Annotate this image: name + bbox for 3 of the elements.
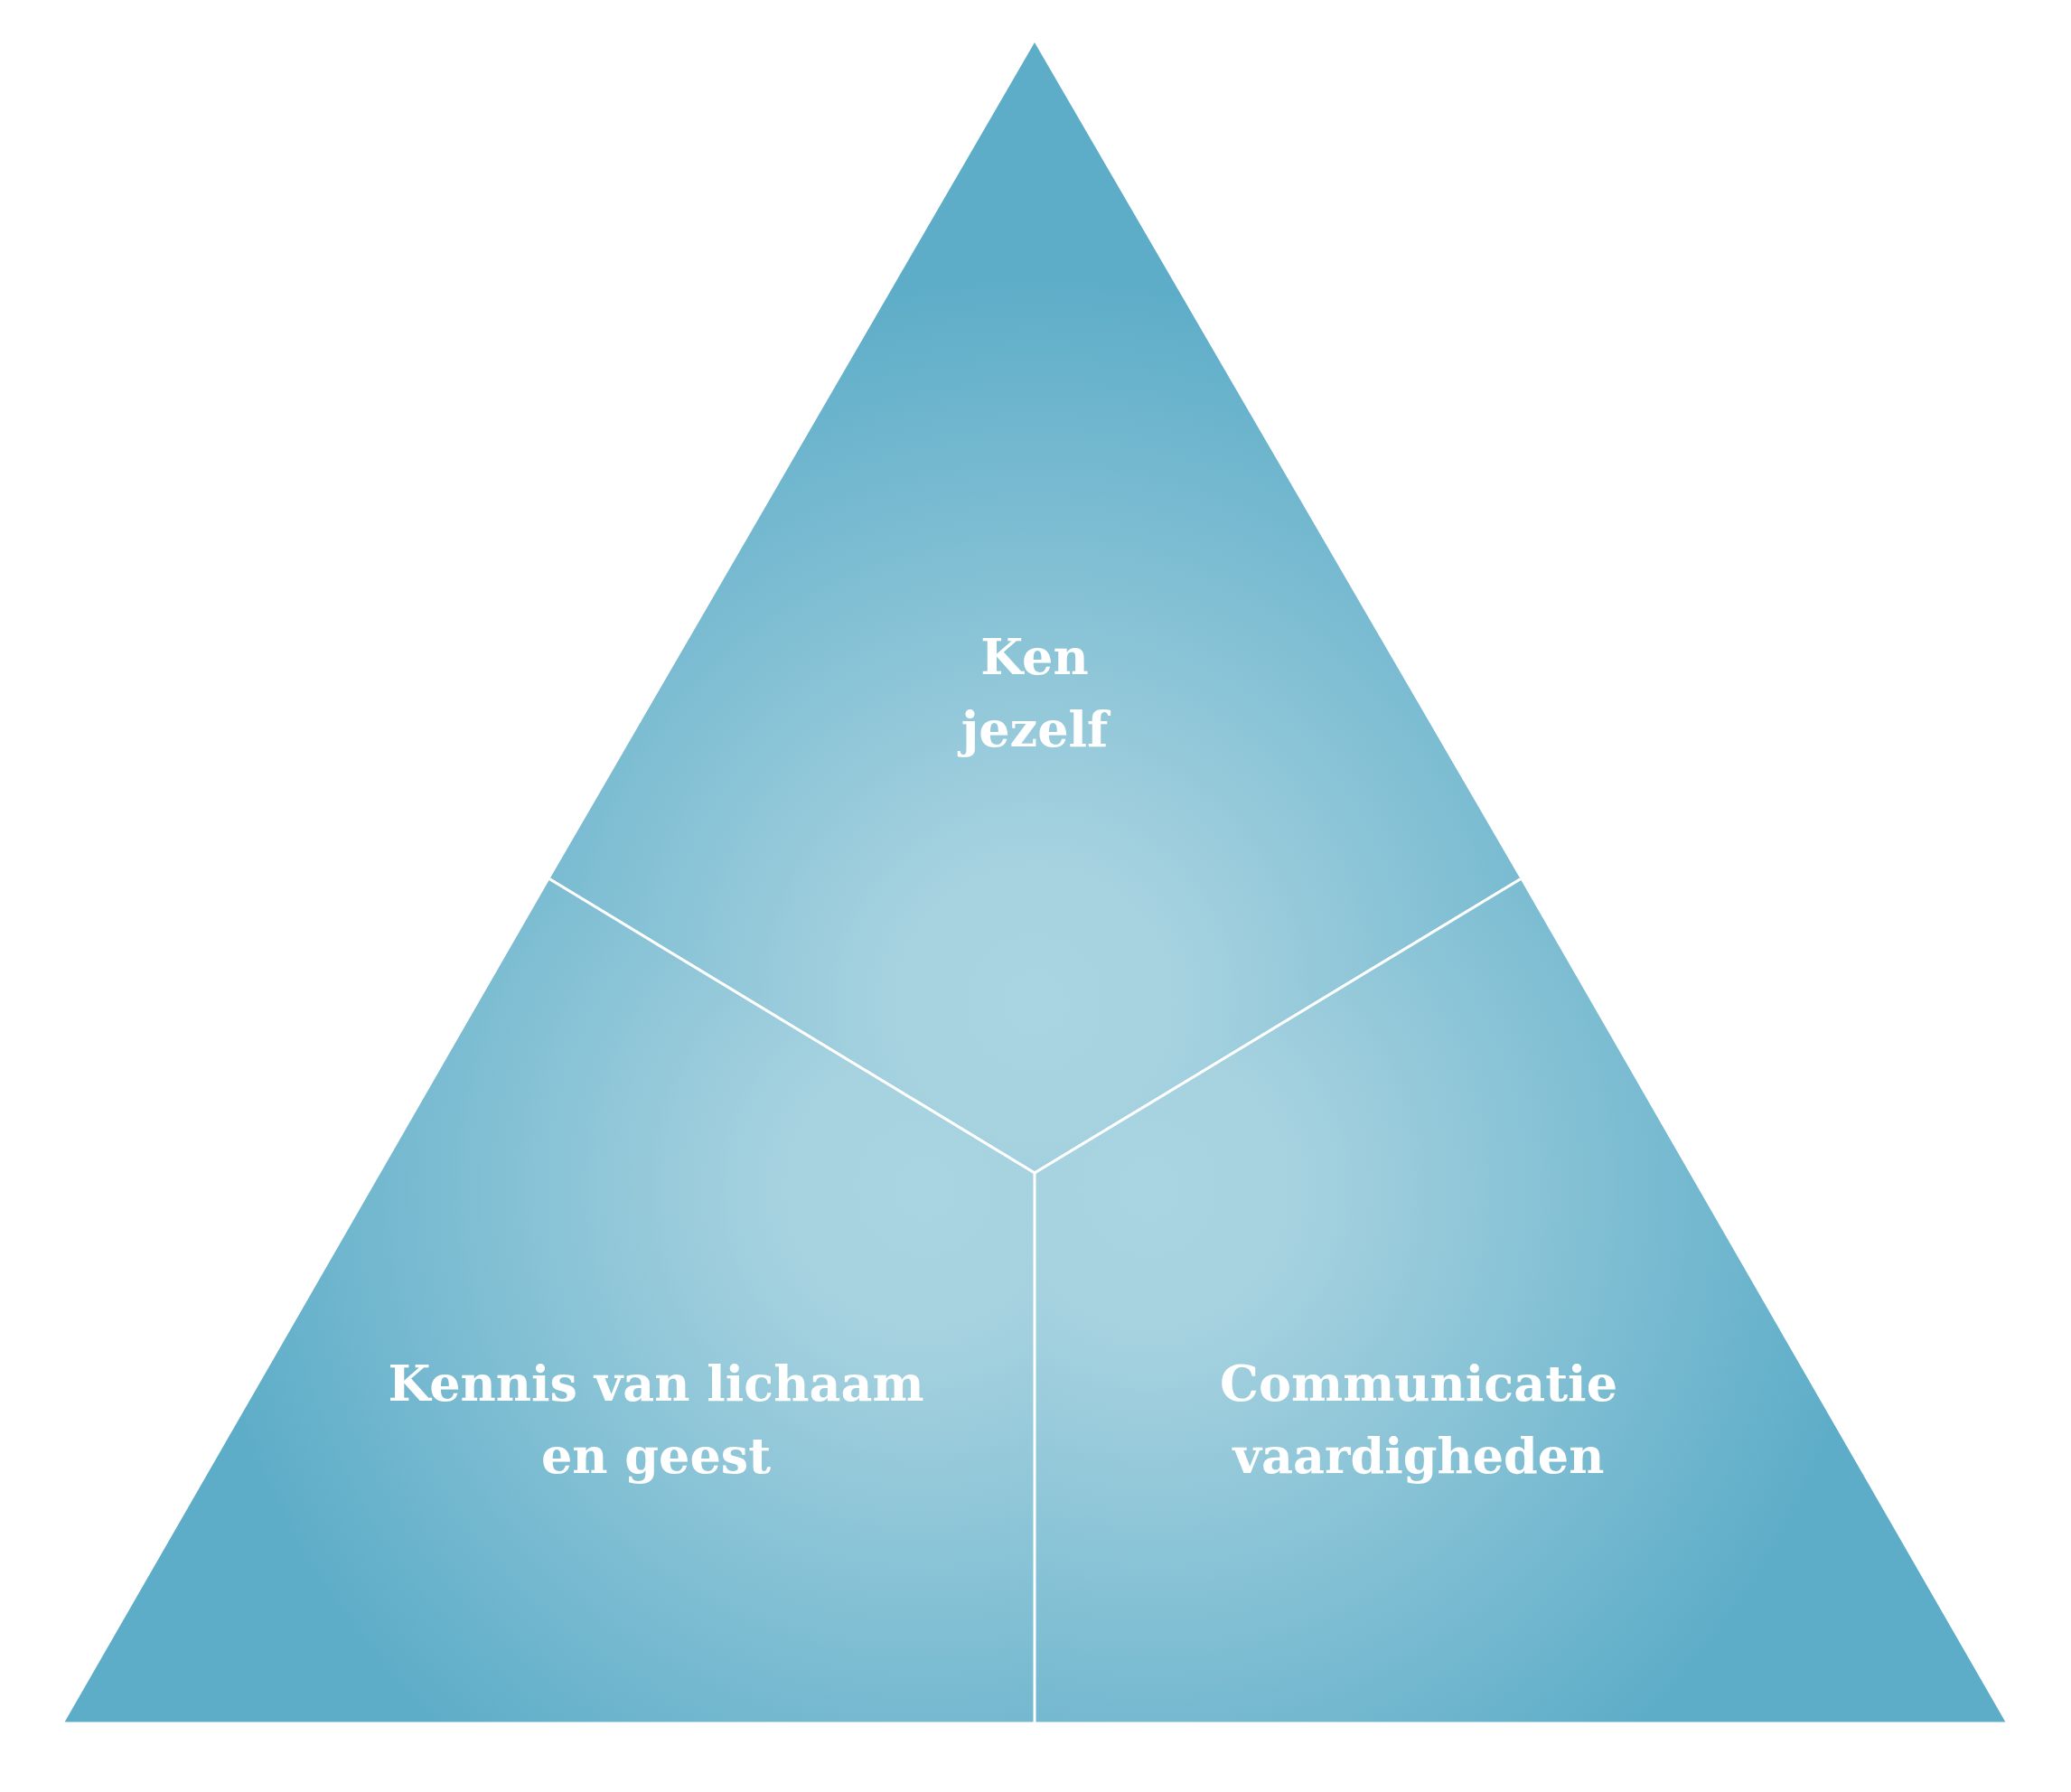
segment-label: Communicatie vaardigheden [1219, 1354, 1618, 1487]
segment-label: Kennis van lichaam en geest [387, 1354, 925, 1487]
segment-label: Ken jezelf [917, 621, 1152, 765]
